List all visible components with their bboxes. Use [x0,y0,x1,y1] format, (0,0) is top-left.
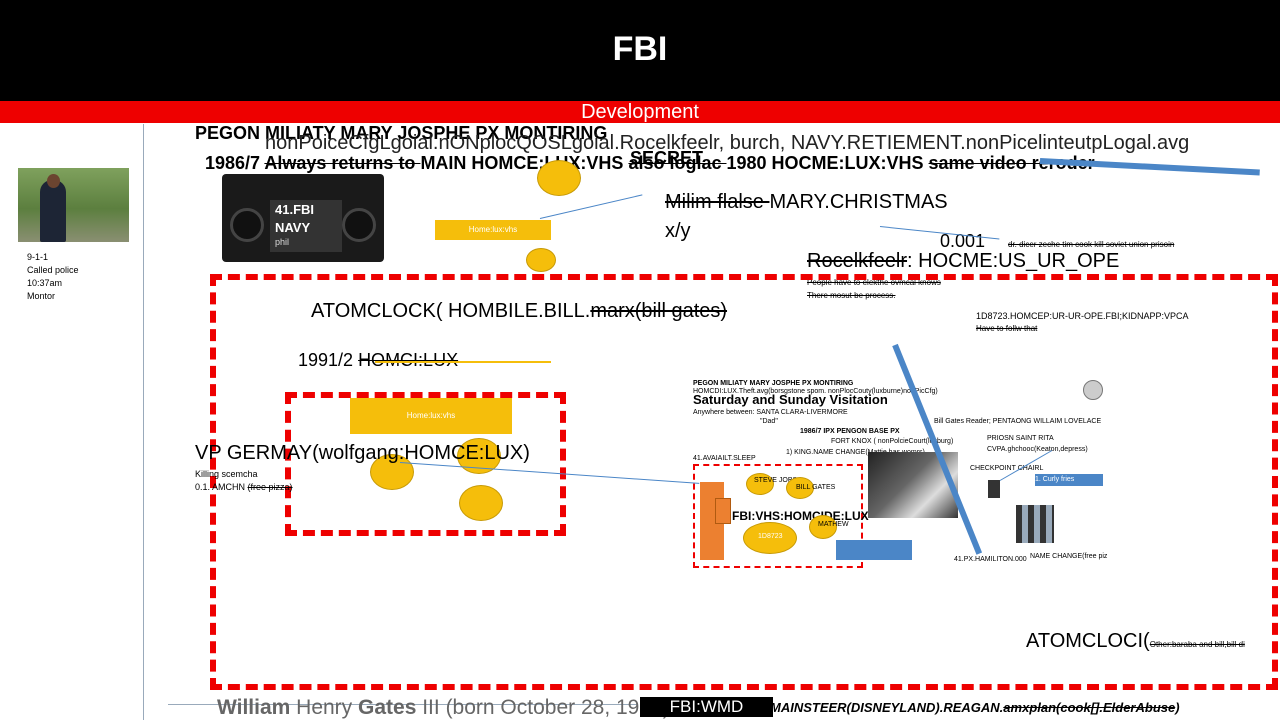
rb-hamilton: 41.PX.HAMILITON.000 [954,556,1027,563]
home-lux-vhs-tag-2: Home:lux:vhs [350,398,512,434]
rb-mathew: MATHEW [818,521,849,528]
rb-prison: PRIOSN SAINT RITA [987,435,1054,442]
germany-text: VP GERMAY(wolfgang:HOMCE:LUX) [195,442,530,464]
small-strike-note: dr. dicer zeche tim cook kill soviet uni… [1008,240,1175,249]
note-montor: Montor [27,291,56,301]
rb-king: 1) KING.NAME CHANGE(Mattie has womrs) [786,449,925,456]
small-photo [988,480,1000,498]
home-lux-vhs-tag: Home:lux:vhs [435,220,551,240]
slide-subtitle: Development [581,101,699,123]
officer-figure [40,180,66,242]
rb-bill-gates-reader: Bill Gates Reader; PENTAONG WILLAIM LOVE… [934,418,1102,425]
globe-icon [1083,380,1103,400]
slide-title: FBI [612,30,668,68]
large-dashed-frame [210,274,1278,690]
rocelkfeelr-text: Rocelkfeelr: HOCME:US_UR_OPE [807,250,1120,272]
officer-photo [18,168,129,242]
title-bar [0,0,1280,101]
amchn-note: 0.1. AMCHN (free pizza) [195,482,293,492]
vhs-label-navy: NAVY [275,220,311,235]
rb-theft: HOMCDI:LUX.Theft.avg(borsgstone spom. no… [693,388,938,395]
rb-sleep: 41.AVAIAILT.SLEEP [693,455,756,462]
note-called-police: Called police [27,265,79,275]
connector-line [539,194,643,219]
small-dashed-frame [285,392,566,536]
rb-visitation: Saturday and Sunday Visitation [693,392,888,407]
gold-circle [786,477,814,499]
rb-steve-jobs: STEVE JOBS [754,477,798,484]
rb-dad: "Dad" [760,418,778,425]
vhs-label-fbi: 41.FBI [275,202,315,217]
photo-grid [1016,505,1054,543]
gold-circle [743,522,797,554]
code-subtext: Have to follw that [976,324,1038,333]
disney-text: MAINSTEER(DISNEYLAND).REAGAN.amxplan(coo… [770,700,1180,715]
gold-circle [459,485,503,521]
rb-fort-knox: FORT KNOX ( nonPolcieCourt(luxburg) [831,438,954,445]
rb-name-change: NAME CHANGE(free piz [1030,553,1108,560]
rb-title: PEGON MILIATY MARY JOSPHE PX MONTIRING [693,380,854,387]
heading-1986: 1986/7 Always returns to MAIN HOMCE:LUX:… [205,153,1095,173]
wiki-snippet: William Henry Gates III (born October 28… [217,696,691,719]
gold-circle [526,248,556,272]
orange-tab [715,498,731,524]
gold-circle [746,473,774,495]
vhs-label-phil: phil [275,237,290,247]
rb-1d8723: 1D8723 [758,533,783,540]
code-text: 1D8723.HOMCEP:UR-UR-OPE.FBI;KIDNAPP:VPCA [976,311,1189,321]
people-note-2: There mosut be process. [807,291,896,300]
note-time: 10:37am [27,278,63,288]
rb-cvpa: CVPA.ghchooc(Keaton,depress) [987,446,1088,453]
inner-dashed-frame [693,464,863,568]
killing-note: Killing scemcha [195,469,258,479]
people-note-1: People have to elekthe ovmcal knows [807,278,941,287]
gold-circle [537,160,581,196]
vhs-reel-left [230,208,264,242]
officer-head [47,174,60,188]
vhs-tape-image: 41.FBI NAVY phil [222,174,384,262]
xy-text: x/y [665,220,691,242]
rb-anywhere: Anywhere between: SANTA CLARA-LIVERMORE [693,409,848,416]
bottom-rule [168,704,638,705]
rb-checkpoint: CHECKPOINT CHAIRL [970,465,1044,472]
atomclock-text: ATOMCLOCK( HOMBILE.BILL.marx(bill gates) [311,300,728,322]
sidebar-divider [143,124,144,720]
heading-pegon: PEGON MILIATY MARY JOSPHE PX MONTIRING [195,123,608,143]
gold-circle [370,454,414,490]
blue-rect [836,540,912,560]
secret-label: SECRET [630,148,704,168]
subtitle-bar [0,101,1280,123]
fbi-wmd-label: FBI:WMD [640,697,773,717]
gold-circle [809,515,837,539]
rb-curly-fries: 1. Curly fries [1035,474,1103,486]
overlay-line: nonPoiceCfgLgoial.nONplocQOSLgoial.Rocel… [265,132,1190,154]
gold-underline [375,361,551,363]
vhs-label-area [270,200,342,252]
rb-bill-gates: BILL GATES [796,484,836,491]
rb-1986: 1986/7 IPX PENGON BASE PX [800,428,900,435]
atomcloci-text: ATOMCLOCI(Other:baraba and bill,bill di [1026,630,1245,652]
vhs-reel-right [342,208,376,242]
mary-christmas-text: Milim flalse MARY.CHRISTMAS [665,191,948,213]
note-911: 9-1-1 [27,252,49,262]
year-1991-text: 1991/2 HOMCI:LUX [298,350,459,370]
